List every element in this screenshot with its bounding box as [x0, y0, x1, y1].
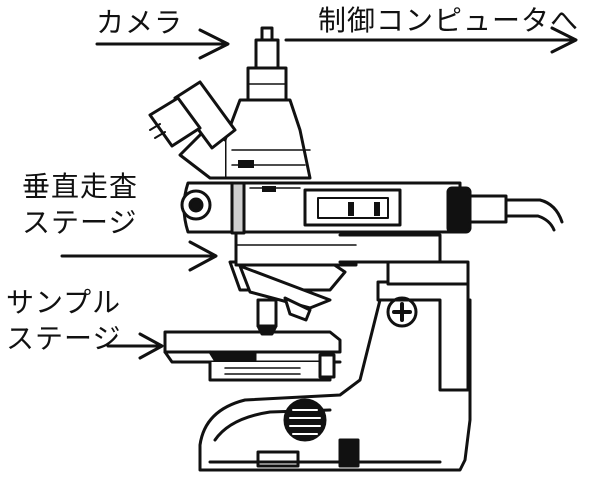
vertical-scan-arrow — [60, 240, 218, 272]
sample-stage — [163, 330, 342, 382]
objective-turret — [228, 260, 347, 336]
control-arrow — [284, 26, 578, 54]
sample-stage-label-line1: サンプル — [6, 286, 122, 319]
microscope-body — [180, 181, 462, 235]
focus-knob — [283, 398, 327, 442]
vertical-scan-label-line2: ステージ — [22, 206, 138, 239]
camera-tube — [246, 26, 288, 102]
sample-stage-label-line2: ステージ — [6, 322, 122, 355]
control-computer-label: 制御コンピュータへ — [318, 4, 580, 37]
camera-arrow — [95, 28, 230, 60]
annotation-arrows — [60, 26, 578, 360]
vertical-scan-label-line1: 垂直走査 — [22, 170, 139, 203]
microscope-arm — [376, 260, 470, 392]
sample-stage-arrow — [106, 332, 164, 360]
trinocular-head — [148, 80, 312, 180]
camera-label: カメラ — [96, 6, 184, 39]
microscope-base — [198, 298, 472, 472]
control-cable — [446, 186, 564, 234]
